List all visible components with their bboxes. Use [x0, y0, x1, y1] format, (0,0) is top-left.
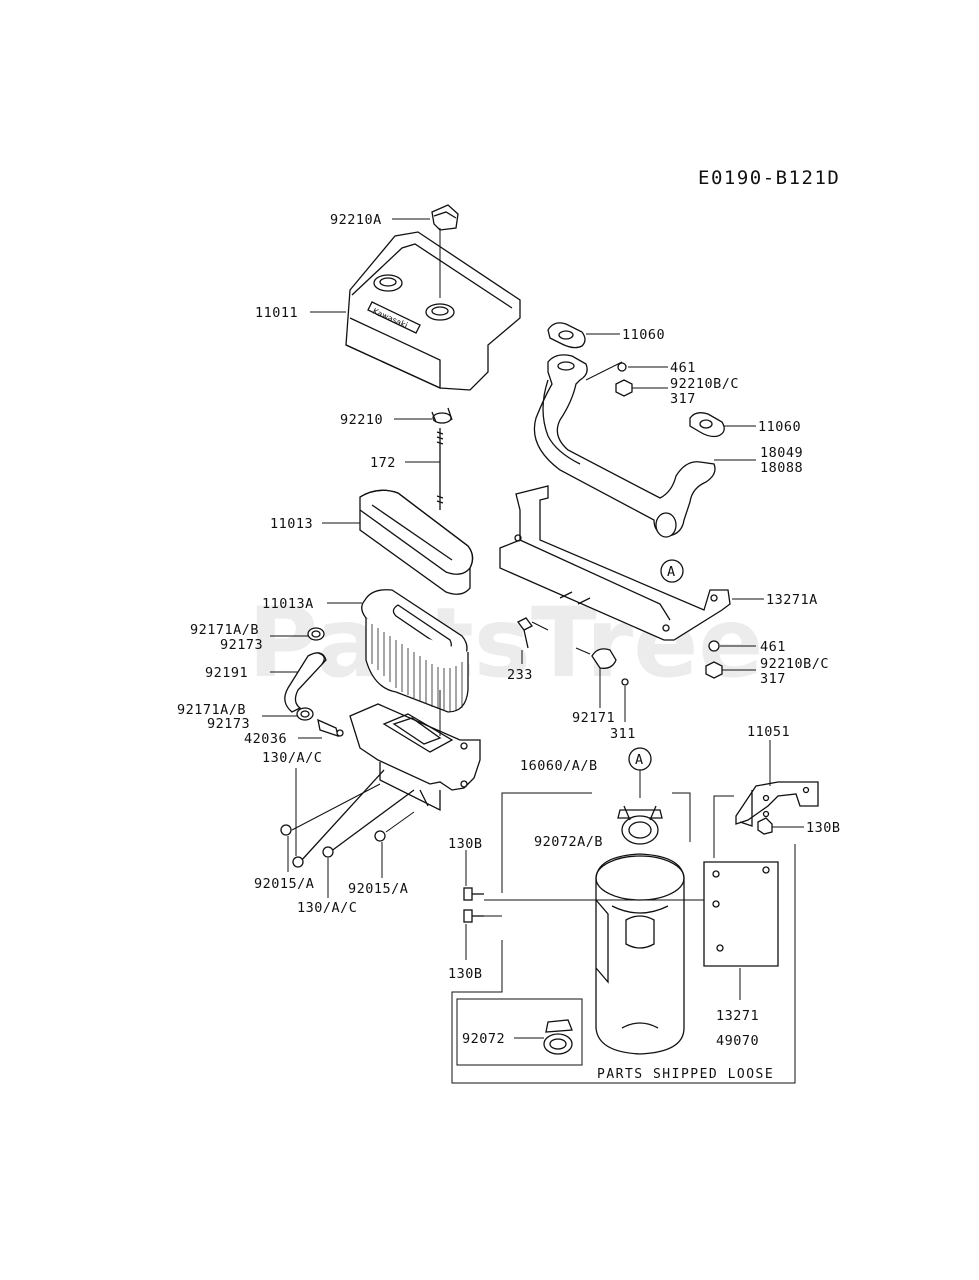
- label-16060ab[interactable]: 16060/A/B: [520, 758, 598, 774]
- air-cleaner-base[interactable]: [349, 703, 481, 812]
- pre-cleaner-11013[interactable]: [359, 489, 474, 595]
- label-92171[interactable]: 92171: [572, 710, 615, 726]
- ref-a-upper-text: A: [667, 564, 676, 580]
- label-11051[interactable]: 11051: [747, 724, 790, 740]
- knob-92210a[interactable]: [431, 204, 459, 231]
- screw-311[interactable]: [621, 678, 629, 686]
- label-92173-upper[interactable]: 92173: [220, 637, 263, 653]
- ref-circle-a-upper[interactable]: A: [660, 559, 684, 583]
- bolt-130b-right[interactable]: [757, 817, 773, 835]
- leader-92015a-left-b: [291, 783, 381, 831]
- label-13271a[interactable]: 13271A: [766, 592, 818, 608]
- ref-circle-a-lower[interactable]: A: [628, 747, 652, 771]
- bracket-line-left: [501, 792, 592, 893]
- nut-92015a-left[interactable]: [280, 824, 292, 836]
- breather-hose-92191[interactable]: [284, 652, 327, 713]
- heat-shield-13271[interactable]: [703, 861, 779, 967]
- label-317-upper[interactable]: 317: [670, 391, 696, 407]
- leader-92171-b: [575, 647, 591, 655]
- bolt-130b-upper-left[interactable]: [463, 887, 484, 901]
- leader-233-b: [531, 621, 549, 631]
- label-92173-lower[interactable]: 92173: [207, 716, 250, 732]
- nut-461-upper[interactable]: [617, 362, 627, 372]
- label-233[interactable]: 233: [507, 667, 533, 683]
- label-92072[interactable]: 92072: [462, 1031, 505, 1047]
- label-92210a[interactable]: 92210A: [330, 212, 382, 228]
- label-130ac-upper[interactable]: 130/A/C: [262, 750, 322, 766]
- label-49070[interactable]: 49070: [716, 1033, 759, 1049]
- label-11060-lower[interactable]: 11060: [758, 419, 801, 435]
- nut-92210bc-upper[interactable]: [615, 379, 633, 397]
- label-461-upper[interactable]: 461: [670, 360, 696, 376]
- clamp-92171[interactable]: [591, 648, 617, 669]
- label-11060-upper[interactable]: 11060: [622, 327, 665, 343]
- label-461-lower[interactable]: 461: [760, 639, 786, 655]
- fitting-42036[interactable]: [317, 718, 344, 737]
- hose-clamp-lower[interactable]: [296, 707, 314, 721]
- inset-92072-box: [456, 998, 583, 1066]
- bolt-130ac-lower[interactable]: [322, 789, 415, 858]
- stud-172[interactable]: [436, 428, 444, 510]
- muffler-clamp-92072ab[interactable]: [617, 805, 663, 845]
- muffler-16060[interactable]: [595, 853, 685, 1055]
- wing-nut-92210[interactable]: [431, 407, 453, 424]
- label-42036[interactable]: 42036: [244, 731, 287, 747]
- air-cleaner-cover[interactable]: Kawasaki: [345, 231, 521, 391]
- label-130ac-lower[interactable]: 130/A/C: [297, 900, 357, 916]
- bolt-130ac-upper[interactable]: [292, 769, 385, 868]
- nut-92015a-right[interactable]: [374, 830, 386, 842]
- gasket-11060-upper[interactable]: [547, 322, 586, 349]
- muffler-bracket-13271a[interactable]: [499, 485, 731, 641]
- nut-461-lower[interactable]: [708, 640, 720, 652]
- label-18088[interactable]: 18088: [760, 460, 803, 476]
- label-172[interactable]: 172: [370, 455, 396, 471]
- label-92191[interactable]: 92191: [205, 665, 248, 681]
- label-92015a-right[interactable]: 92015/A: [348, 881, 408, 897]
- label-92210bc-upper[interactable]: 92210B/C: [670, 376, 739, 392]
- label-130b-right[interactable]: 130B: [806, 820, 841, 836]
- air-filter-element-11013a[interactable]: [361, 589, 469, 713]
- label-92210bc-lower[interactable]: 92210B/C: [760, 656, 829, 672]
- label-92015a-left[interactable]: 92015/A: [254, 876, 314, 892]
- gasket-11060-lower[interactable]: [689, 412, 725, 438]
- exhaust-pipe[interactable]: [533, 354, 716, 538]
- parts-shipped-loose-note: PARTS SHIPPED LOOSE: [597, 1067, 774, 1082]
- ref-a-lower-text: A: [635, 752, 644, 768]
- label-317-lower[interactable]: 317: [760, 671, 786, 687]
- label-11013a[interactable]: 11013A: [262, 596, 314, 612]
- bolt-130b-lower-left[interactable]: [463, 909, 484, 923]
- label-92171ab-upper[interactable]: 92171A/B: [190, 622, 259, 638]
- hose-clamp-upper[interactable]: [307, 627, 325, 641]
- label-92210[interactable]: 92210: [340, 412, 383, 428]
- leader-461-upper-b: [585, 361, 623, 381]
- bracket-line-right: [672, 792, 691, 842]
- nut-92210bc-lower[interactable]: [705, 661, 723, 679]
- parts-shipped-loose-frame: [451, 844, 796, 1084]
- label-13271[interactable]: 13271: [716, 1008, 759, 1024]
- bracket-11051[interactable]: [735, 781, 819, 827]
- label-11013[interactable]: 11013: [270, 516, 313, 532]
- label-130b-lower-left[interactable]: 130B: [448, 966, 483, 982]
- label-311[interactable]: 311: [610, 726, 636, 742]
- label-11011[interactable]: 11011: [255, 305, 298, 321]
- label-130b-upper-left[interactable]: 130B: [448, 836, 483, 852]
- leader-11051-shield: [713, 795, 734, 858]
- label-18049[interactable]: 18049: [760, 445, 803, 461]
- bolt-233[interactable]: [517, 617, 533, 649]
- clamp-92072[interactable]: [543, 1019, 573, 1055]
- leader-92015a-right-b: [385, 811, 415, 833]
- label-92171ab-lower[interactable]: 92171A/B: [177, 702, 246, 718]
- label-92072ab[interactable]: 92072A/B: [534, 834, 603, 850]
- diagram-code: E0190-B121D: [698, 167, 840, 189]
